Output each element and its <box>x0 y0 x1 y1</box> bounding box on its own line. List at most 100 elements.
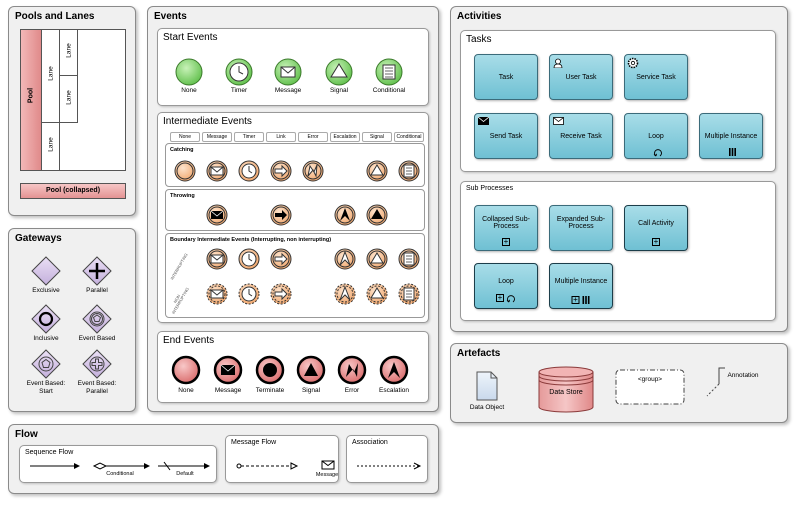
non-interrupting-signal-icon[interactable] <box>366 283 388 305</box>
signal-end-event-icon[interactable] <box>296 355 326 385</box>
start-event-label: None <box>181 87 197 94</box>
default-flow-label: Default <box>176 471 194 477</box>
loop-subprocess-box[interactable]: Loop + <box>474 263 538 309</box>
throwing-link-icon[interactable] <box>270 204 292 226</box>
user-task-box[interactable]: User Task <box>549 54 613 100</box>
loop-task-box[interactable]: Loop <box>624 113 688 159</box>
service-task-box[interactable]: Service Task <box>624 54 688 100</box>
tasks-title: Tasks <box>466 34 492 45</box>
gateways-panel: Gateways Exclusive Parallel Inclusive Ev… <box>8 228 136 412</box>
multiple-instance-subprocess-box[interactable]: Multiple Instance + <box>549 263 613 309</box>
end-event-label: Message <box>214 387 242 394</box>
column-header: Escalation <box>330 132 360 142</box>
event-based-parallel-gateway-icon[interactable] <box>82 349 112 379</box>
conditional-flow-label: Conditional <box>106 471 134 477</box>
annotation-icon[interactable] <box>706 367 725 397</box>
start-event-label: Timer <box>230 87 248 94</box>
non-interrupting-escalation-icon[interactable] <box>334 283 356 305</box>
artefact-icons <box>476 366 725 413</box>
boundary-signal-icon[interactable] <box>366 248 388 270</box>
lane-label: Lane <box>65 43 73 58</box>
catching-conditional-icon[interactable] <box>398 160 420 182</box>
sequence-flow-box: Sequence Flow Conditional Default <box>19 445 217 483</box>
data-object-icon[interactable] <box>476 371 498 401</box>
boundary-conditional-icon[interactable] <box>398 248 420 270</box>
inclusive-gateway-icon[interactable] <box>31 304 61 334</box>
flow-title: Flow <box>15 429 38 440</box>
default-flow-arrow-icon[interactable] <box>158 461 210 471</box>
non-interrupting-timer-icon[interactable] <box>238 283 260 305</box>
service-task-label: Service Task <box>636 73 676 81</box>
gateway-label: Exclusive <box>32 287 60 294</box>
gear-icon <box>627 57 639 69</box>
boundary-timer-icon[interactable] <box>238 248 260 270</box>
catching-timer-icon[interactable] <box>238 160 260 182</box>
call-activity-box[interactable]: Call Activity + <box>624 205 688 251</box>
multiple-instance-task-box[interactable]: Multiple Instance <box>699 113 763 159</box>
throwing-signal-icon[interactable] <box>366 204 388 226</box>
catching-none-icon[interactable] <box>174 160 196 182</box>
loop-icon <box>506 295 515 303</box>
sequence-flow-arrow-icon[interactable] <box>30 463 80 469</box>
event-based-gateway-icon[interactable] <box>82 304 112 334</box>
none-end-event-icon[interactable] <box>171 355 201 385</box>
non-interrupting-conditional-icon[interactable] <box>398 283 420 305</box>
terminate-end-event-icon[interactable] <box>255 355 285 385</box>
gateway-label: Parallel <box>86 287 108 294</box>
pool-collapsed[interactable]: Pool (collapsed) <box>20 183 126 199</box>
receive-task-box[interactable]: Receive Task <box>549 113 613 159</box>
gateways-title: Gateways <box>15 233 62 244</box>
timer-start-event-icon[interactable] <box>225 58 253 86</box>
non-interrupting-link-icon[interactable] <box>270 283 292 305</box>
exclusive-gateway-icon[interactable] <box>31 256 61 286</box>
lane-bottom: Lane <box>42 123 60 170</box>
catching-error-icon[interactable] <box>302 160 324 182</box>
non-interrupting-message-icon[interactable] <box>206 283 228 305</box>
gateway-label: Inclusive <box>33 335 59 342</box>
start-events-title: Start Events <box>163 32 218 43</box>
expanded-subprocess-label: Expanded Sub-Process <box>556 216 606 230</box>
boundary-escalation-icon[interactable] <box>334 248 356 270</box>
signal-start-event-icon[interactable] <box>325 58 353 86</box>
escalation-end-event-icon[interactable] <box>379 355 409 385</box>
data-store-label: Data Store <box>549 389 583 396</box>
catching-link-icon[interactable] <box>270 160 292 182</box>
message-envelope-icon[interactable] <box>321 460 335 470</box>
boundary-link-icon[interactable] <box>270 248 292 270</box>
catching-message-icon[interactable] <box>206 160 228 182</box>
conditional-flow-arrow-icon[interactable] <box>92 462 150 470</box>
group-icon[interactable] <box>615 369 685 405</box>
start-event-label: Signal <box>329 87 349 94</box>
parallel-gateway-icon[interactable] <box>82 256 112 286</box>
conditional-start-event-icon[interactable] <box>375 58 403 86</box>
throwing-message-icon[interactable] <box>206 204 228 226</box>
error-end-event-icon[interactable] <box>337 355 367 385</box>
message-end-event-icon[interactable] <box>213 355 243 385</box>
boundary-message-icon[interactable] <box>206 248 228 270</box>
call-activity-label: Call Activity <box>638 220 674 227</box>
message-start-event-icon[interactable] <box>274 58 302 86</box>
catching-signal-icon[interactable] <box>366 160 388 182</box>
artefacts-title: Artefacts <box>457 348 501 359</box>
event-based-start-gateway-icon[interactable] <box>31 349 61 379</box>
activities-panel: Activities Tasks Task User Task Service … <box>450 6 788 332</box>
receive-task-label: Receive Task <box>560 132 602 140</box>
send-task-box[interactable]: Send Task <box>474 113 538 159</box>
message-flow-arrow-icon[interactable] <box>236 462 299 470</box>
multi-instance-icon <box>729 148 736 156</box>
association-arrow-icon[interactable] <box>357 462 422 470</box>
lane-inner-2: Lane <box>60 76 78 123</box>
gateway-label: Event Based <box>78 335 116 342</box>
loop-icon <box>653 149 662 157</box>
data-store-icon[interactable] <box>538 366 594 413</box>
throwing-escalation-icon[interactable] <box>334 204 356 226</box>
artefacts-panel: Artefacts Data Object Data Store <group>… <box>450 343 788 423</box>
throwing-label: Throwing <box>170 193 195 199</box>
task-box[interactable]: Task <box>474 54 538 100</box>
collapsed-subprocess-box[interactable]: Collapsed Sub-Process + <box>474 205 538 251</box>
pool[interactable]: Pool Lane Lane Lane Lane <box>20 29 126 171</box>
plus-icon: + <box>571 295 580 304</box>
none-start-event-icon[interactable] <box>175 58 203 86</box>
expanded-subprocess-box[interactable]: Expanded Sub-Process <box>549 205 613 251</box>
end-event-label: Terminate <box>255 387 285 394</box>
